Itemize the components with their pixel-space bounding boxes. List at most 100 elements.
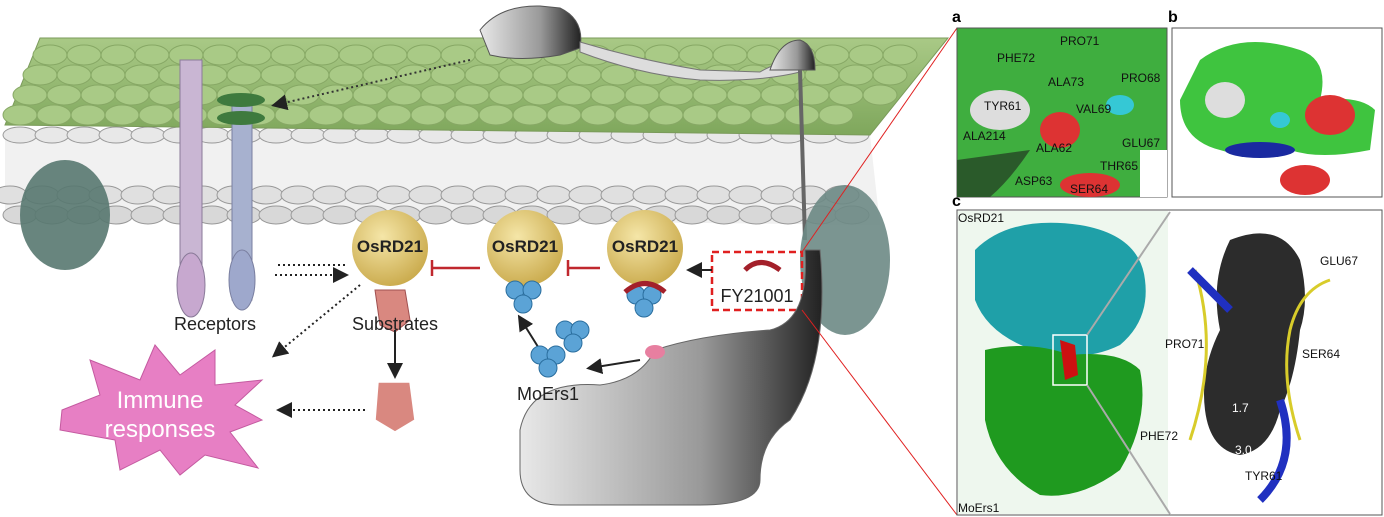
osrd21-with-fy21001 bbox=[607, 210, 683, 318]
lipid-head bbox=[624, 84, 660, 106]
receptors bbox=[176, 59, 265, 318]
fy21001-label: FY21001 bbox=[720, 286, 793, 306]
residue-label: ALA73 bbox=[1048, 75, 1084, 89]
residue-label: GLU67 bbox=[1320, 254, 1358, 268]
lipid-head bbox=[546, 205, 582, 225]
lipid-head bbox=[674, 205, 710, 225]
residue-label: TYR61 bbox=[1245, 469, 1283, 483]
lipid-head bbox=[828, 84, 864, 106]
moers1-cluster bbox=[530, 320, 590, 378]
residue-label: ALA62 bbox=[1036, 141, 1072, 155]
lipid-head bbox=[104, 104, 140, 126]
residue-label: SER64 bbox=[1070, 182, 1108, 196]
lipid-head bbox=[338, 44, 374, 66]
lipid-head bbox=[882, 44, 918, 66]
residue-label: THR65 bbox=[1100, 159, 1138, 173]
lipid-head bbox=[614, 104, 650, 126]
residue-label: VAL69 bbox=[1076, 102, 1111, 116]
lipid-head bbox=[838, 64, 874, 86]
lipid-head bbox=[750, 104, 786, 126]
lipid-head bbox=[410, 104, 446, 126]
lipid-head bbox=[258, 205, 294, 225]
panel-c-label: c bbox=[952, 193, 961, 210]
lipid-head bbox=[848, 44, 884, 66]
panel-a-label: a bbox=[952, 9, 961, 26]
lipid-head bbox=[648, 104, 684, 126]
lipid-head bbox=[664, 185, 700, 205]
lipid-head bbox=[202, 44, 238, 66]
lipid-head bbox=[420, 84, 456, 106]
lipid-head bbox=[34, 126, 70, 144]
lipid-head bbox=[556, 84, 592, 106]
residue-label: ASP63 bbox=[1015, 174, 1053, 188]
distance-label: 1.7 bbox=[1232, 401, 1249, 415]
lipid-head bbox=[472, 185, 508, 205]
lipid-head bbox=[522, 84, 558, 106]
lipid-head bbox=[406, 44, 442, 66]
immune-label-line1: Immune bbox=[117, 387, 204, 414]
lipid-head bbox=[658, 84, 694, 106]
panel-b-label: b bbox=[1168, 9, 1178, 26]
lipid-head bbox=[352, 84, 388, 106]
lipid-head bbox=[98, 126, 134, 144]
residue-label: SER64 bbox=[1302, 347, 1340, 361]
lipid-head bbox=[862, 84, 898, 106]
residue-label: PHE72 bbox=[997, 51, 1035, 65]
lipid-head bbox=[130, 126, 166, 144]
lipid-head bbox=[304, 44, 340, 66]
lipid-head bbox=[270, 44, 306, 66]
lipid-head bbox=[536, 185, 572, 205]
lipid-head bbox=[590, 84, 626, 106]
lipid-head bbox=[90, 64, 126, 86]
zoom-connector-lines bbox=[801, 27, 958, 516]
immune-responses-burst bbox=[59, 344, 264, 476]
lipid-head bbox=[696, 185, 732, 205]
lipid-head bbox=[566, 64, 602, 86]
lipid-head bbox=[124, 64, 160, 86]
residue-label: PRO71 bbox=[1165, 337, 1205, 351]
lipid-head bbox=[498, 64, 534, 86]
residue-label: GLU67 bbox=[1122, 136, 1160, 150]
lipid-head bbox=[138, 104, 174, 126]
lipid-head bbox=[738, 205, 774, 225]
lipid-head bbox=[80, 84, 116, 106]
lipid-head bbox=[290, 126, 326, 144]
lipid-head bbox=[760, 185, 796, 205]
lipid-head bbox=[342, 104, 378, 126]
lipid-head bbox=[32, 44, 68, 66]
lipid-head bbox=[226, 64, 262, 86]
lipid-head bbox=[546, 104, 582, 126]
osrd21-label-2: OsRD21 bbox=[492, 237, 558, 256]
lipid-head bbox=[376, 185, 412, 205]
lipid-head bbox=[728, 185, 764, 205]
lipid-head bbox=[120, 185, 156, 205]
lipid-head bbox=[814, 44, 850, 66]
lipid-head bbox=[408, 185, 444, 205]
lipid-head bbox=[454, 84, 490, 106]
lipid-head bbox=[692, 84, 728, 106]
distance-label: 3.0 bbox=[1235, 443, 1252, 457]
lipid-head bbox=[632, 185, 668, 205]
lipid-head bbox=[322, 205, 358, 225]
residue-label: PRO71 bbox=[1060, 34, 1100, 48]
lipid-head bbox=[12, 84, 48, 106]
lipid-head bbox=[362, 64, 398, 86]
residue-label: TYR61 bbox=[984, 99, 1022, 113]
lipid-head bbox=[284, 84, 320, 106]
lipid-head bbox=[872, 64, 908, 86]
lipid-head bbox=[312, 185, 348, 205]
lipid-head bbox=[328, 64, 364, 86]
inhibition-arrows bbox=[430, 260, 600, 276]
lipid-head bbox=[56, 64, 92, 86]
moers1-structure-label: MoErs1 bbox=[958, 501, 1000, 515]
lipid-head bbox=[46, 84, 82, 106]
fungal-hypha-bottom bbox=[519, 249, 823, 506]
osrd21-label-1: OsRD21 bbox=[357, 237, 423, 256]
lipid-head bbox=[114, 84, 150, 106]
lipid-head bbox=[236, 44, 272, 66]
pathway-arrows bbox=[271, 264, 641, 418]
lipid-head bbox=[444, 104, 480, 126]
lipid-head bbox=[258, 126, 294, 144]
fungal-hypha-top bbox=[271, 5, 816, 241]
